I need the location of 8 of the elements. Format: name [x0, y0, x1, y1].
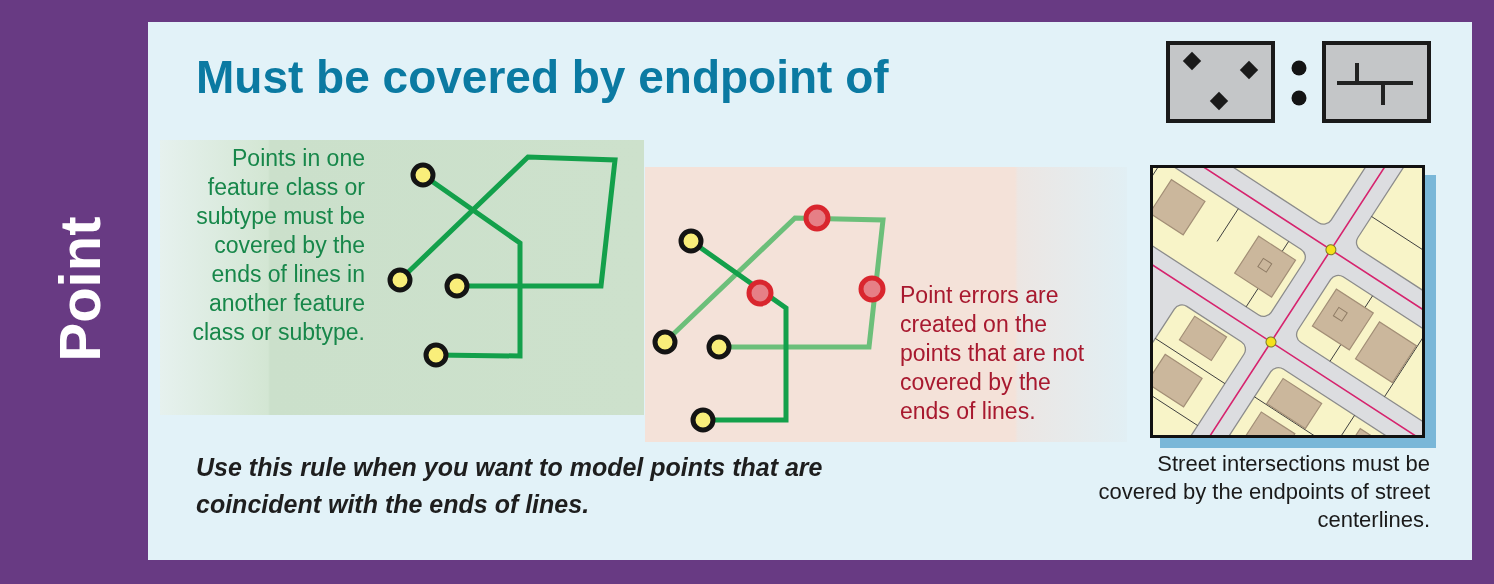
example-panel	[160, 140, 644, 415]
title: Must be covered by endpoint of	[196, 51, 889, 104]
error-panel	[645, 167, 1127, 442]
section-label: Point	[51, 216, 109, 362]
usage-note: Use this rule when you want to model points that are coincident with the ends of lines.	[196, 452, 824, 520]
map-caption: Street intersections must be covered by the endpoints of street centerlines.	[1097, 450, 1430, 534]
error-description: Point errors are created on the points that are not covered by the ends of lines.	[900, 281, 1086, 426]
rule-description: Points in one feature class or subtype must be covered by the ends of lines in another feature class or subtype.	[191, 144, 365, 347]
